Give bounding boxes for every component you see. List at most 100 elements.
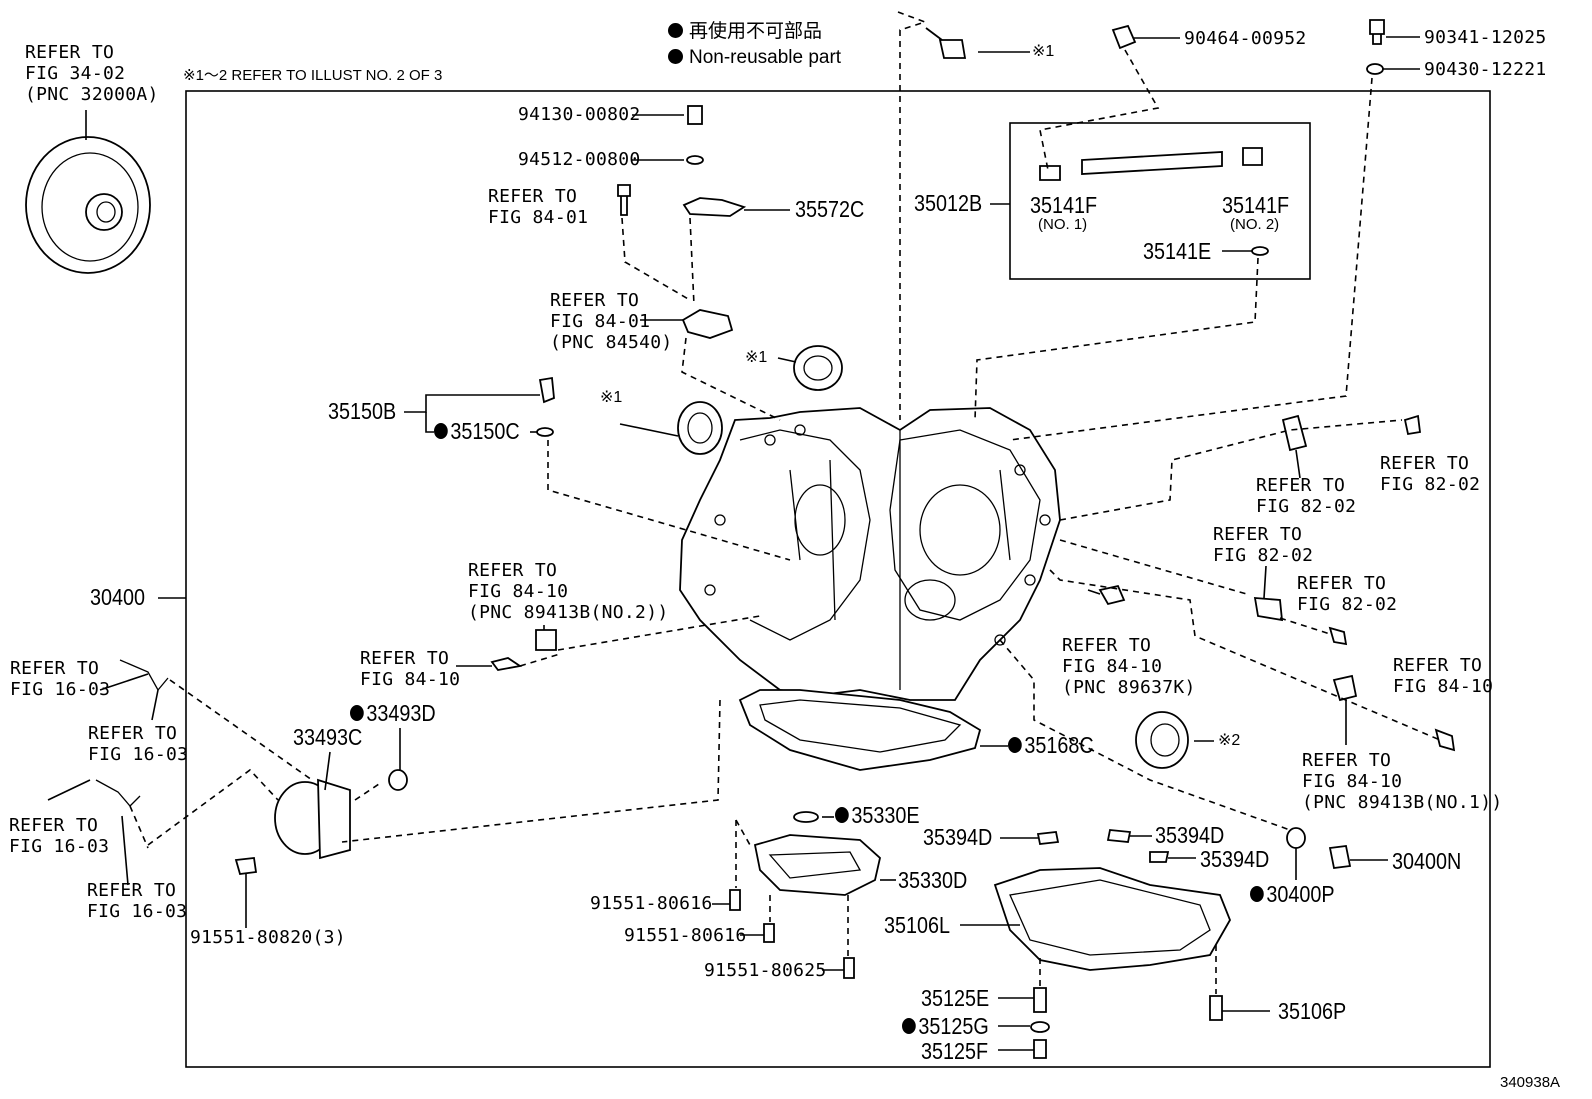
illustration-note: ※1～2 REFER TO ILLUST NO. 2 OF 3 (183, 67, 443, 84)
part-35394D-b[interactable]: 35394D (1155, 822, 1225, 848)
ref-fig-82-02-c[interactable]: REFER TO FIG 82-02 (1213, 524, 1314, 566)
clamp-90464-icon (1111, 24, 1137, 50)
ref-fig-84-10-e[interactable]: REFER TO FIG 84-10 (PNC 89413B(NO.1)) (1302, 750, 1503, 813)
part-35394D-a[interactable]: 35394D (923, 824, 993, 850)
part-33493D[interactable]: 33493D (350, 702, 436, 725)
part-90430-12221[interactable]: 90430-12221 (1424, 59, 1547, 80)
ref-fig-16-03-b[interactable]: REFER TO FIG 16-03 (88, 723, 189, 765)
ref-fig-16-03-c[interactable]: REFER TO FIG 16-03 (9, 815, 110, 857)
part-35330D[interactable]: 35330D (898, 867, 968, 893)
part-35141F-no1-sub: (NO. 1) (1038, 216, 1088, 233)
hose-clamp-b-icon (95, 779, 141, 807)
part-35125F[interactable]: 35125F (921, 1038, 989, 1064)
bolt-84-01-icon (617, 184, 631, 216)
part-35572C[interactable]: 35572C (795, 196, 865, 222)
sensor-89413B-no2-icon (535, 629, 557, 651)
part-35330E[interactable]: 35330E (835, 804, 920, 827)
part-91551-80625[interactable]: 91551-80625 (704, 960, 827, 981)
gasket-30400P-icon (1286, 827, 1306, 849)
bolt-84-10-icon (490, 657, 523, 671)
part-35168C[interactable]: 35168C (1008, 734, 1094, 757)
non-reusable-dot-icon (1250, 886, 1264, 902)
part-30400P[interactable]: 30400P (1250, 883, 1335, 906)
figure-id: 340938A (1500, 1074, 1561, 1091)
hose-clamp-a-icon (119, 659, 169, 692)
bearing-icon (1135, 711, 1189, 769)
ref-fig-84-01-b[interactable]: REFER TO FIG 84-01 (PNC 84540) (550, 290, 673, 353)
oil-seal-upper-icon (793, 345, 843, 391)
plug-90341-icon (1369, 19, 1385, 45)
ref-fig-82-02-b[interactable]: REFER TO FIG 82-02 (1380, 453, 1481, 495)
mark-1-bolt: ※1 (1032, 43, 1055, 60)
bolt-35125F-icon (1033, 1039, 1047, 1059)
o-ring-35141E-icon (1251, 246, 1269, 256)
gasket-35125G-icon (1030, 1021, 1050, 1033)
pan-35168C-icon (738, 689, 982, 771)
part-35141E[interactable]: 35141E (1143, 238, 1212, 264)
torque-converter-icon (25, 110, 151, 274)
part-33493C[interactable]: 33493C (293, 724, 363, 750)
ref-fig-84-10-c[interactable]: REFER TO FIG 84-10 (PNC 89637K) (1062, 635, 1196, 698)
part-91551-80616-a[interactable]: 91551-80616 (590, 893, 713, 914)
bolt-91551-80625-icon (843, 957, 855, 979)
mark-1-seal-upper: ※1 (745, 349, 768, 366)
o-ring-35330E-icon (793, 811, 819, 823)
mark-2-bearing: ※2 (1218, 732, 1241, 749)
plug-30400N-icon (1328, 845, 1352, 869)
bracket-82-02-c-icon (1253, 597, 1284, 622)
part-35141F-no2[interactable]: 35141F (1222, 192, 1290, 218)
part-35141F-no1[interactable]: 35141F (1030, 192, 1098, 218)
part-35106L[interactable]: 35106L (884, 912, 951, 938)
bolt-91551-80820-icon (234, 857, 258, 875)
part-35394D-c[interactable]: 35394D (1200, 846, 1270, 872)
part-91551-80616-b[interactable]: 91551-80616 (624, 925, 747, 946)
part-35150C[interactable]: 35150C (434, 420, 520, 443)
bracket-35572C-icon (682, 197, 747, 217)
non-reusable-dot-icon (668, 49, 683, 64)
oil-seal-left-icon (677, 401, 723, 455)
legend-jp: 再使用不可部品 (668, 22, 822, 41)
gasket-35394D-c-icon (1149, 851, 1170, 863)
ref-fig-82-02-d[interactable]: REFER TO FIG 82-02 (1297, 573, 1398, 615)
part-35150B[interactable]: 35150B (328, 398, 397, 424)
ref-fig-84-10-b[interactable]: REFER TO FIG 84-10 (360, 648, 461, 690)
o-ring-33493D-icon (388, 769, 408, 791)
legend-en: Non-reusable part (668, 48, 841, 67)
part-35125E[interactable]: 35125E (921, 985, 990, 1011)
gasket-90430-icon (1366, 63, 1384, 75)
sensor-89413B-no1-icon (1332, 674, 1358, 702)
part-90341-12025[interactable]: 90341-12025 (1424, 27, 1547, 48)
bolt-82-02-b-icon (1403, 414, 1422, 436)
part-30400N[interactable]: 30400N (1392, 848, 1462, 874)
ref-fig-16-03-a[interactable]: REFER TO FIG 16-03 (10, 658, 111, 700)
inset-frame-35012B (1009, 122, 1311, 280)
ref-torque-converter[interactable]: REFER TO FIG 34-02 (PNC 32000A) (25, 42, 159, 105)
oil-tube-icon (1081, 151, 1223, 175)
part-30400[interactable]: 30400 (90, 584, 146, 610)
part-35125G[interactable]: 35125G (902, 1015, 989, 1038)
pin-35125E-icon (1033, 987, 1047, 1013)
gasket-35150C-icon (536, 427, 554, 437)
ref-fig-84-10-d[interactable]: REFER TO FIG 84-10 (1393, 655, 1494, 697)
part-90464-00952[interactable]: 90464-00952 (1184, 28, 1307, 49)
part-35012B[interactable]: 35012B (914, 190, 983, 216)
bolt-84-10-d-icon (1434, 728, 1456, 752)
part-35141F-no2-sub: (NO. 2) (1230, 216, 1280, 233)
bolt-x1-icon (925, 27, 967, 59)
part-94512-00800[interactable]: 94512-00800 (518, 149, 641, 170)
part-35106P[interactable]: 35106P (1278, 998, 1347, 1024)
non-reusable-dot-icon (1008, 737, 1022, 753)
ref-fig-16-03-d[interactable]: REFER TO FIG 16-03 (87, 880, 188, 922)
ref-fig-84-10-a[interactable]: REFER TO FIG 84-10 (PNC 89413B(NO.2)) (468, 560, 669, 623)
washer-94512-icon (686, 155, 704, 165)
switch-84540-icon (681, 309, 734, 339)
non-reusable-dot-icon (434, 423, 448, 439)
dashed-lines (129, 11, 1441, 994)
oil-pan-35106L-icon (993, 867, 1231, 971)
ref-fig-84-01-a[interactable]: REFER TO FIG 84-01 (488, 186, 589, 228)
part-94130-00802[interactable]: 94130-00802 (518, 104, 641, 125)
part-91551-80820[interactable]: 91551-80820(3) (190, 927, 346, 948)
oil-strainer-icon (753, 834, 881, 896)
ref-fig-82-02-a[interactable]: REFER TO FIG 82-02 (1256, 475, 1357, 517)
